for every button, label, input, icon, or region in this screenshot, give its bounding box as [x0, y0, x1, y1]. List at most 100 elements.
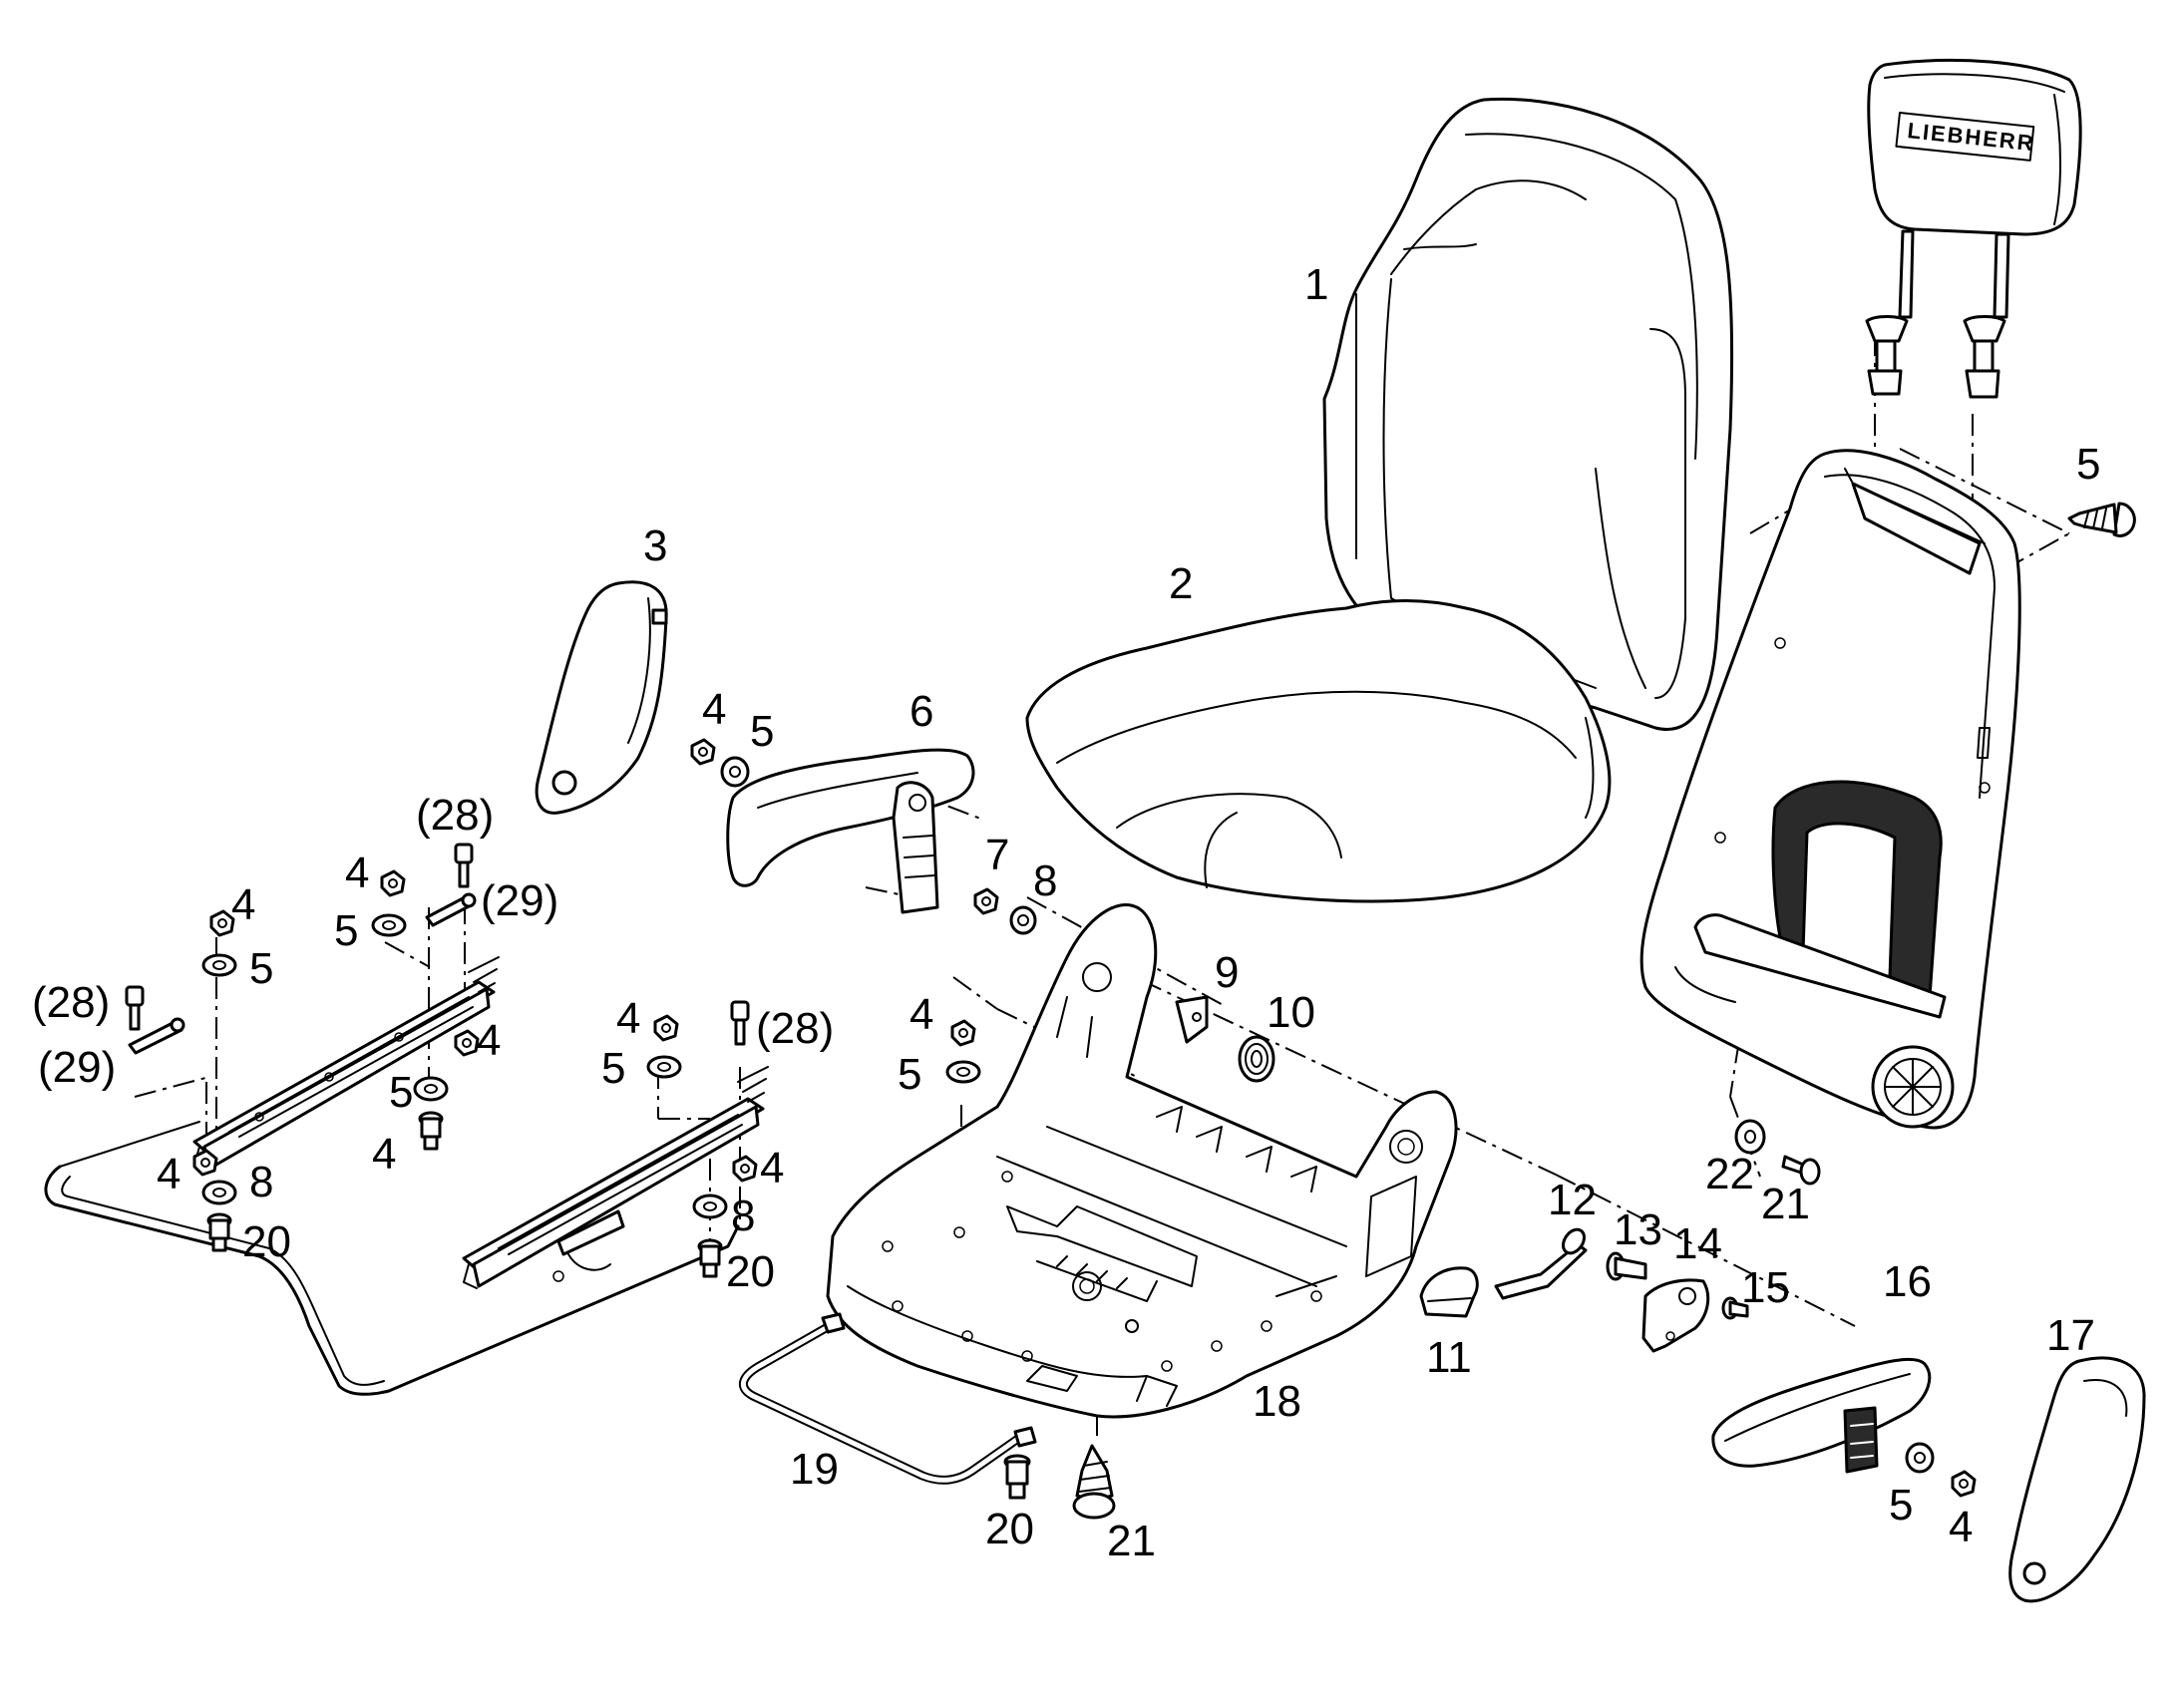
headrest-guide-right — [1963, 315, 2006, 399]
clip-9 — [1175, 995, 1209, 1044]
callout-4-base: 4 — [909, 990, 933, 1039]
headrest: LIEBHERR — [1867, 58, 2082, 319]
mounting-plate — [44, 1121, 740, 1396]
lever-12 — [1494, 1227, 1588, 1300]
callout-28-right-slide: (28) — [756, 1004, 834, 1053]
callout-6: 6 — [909, 687, 933, 736]
washer-5-upper-left — [371, 913, 407, 937]
bolt-20-right-slide — [697, 1238, 723, 1278]
callout-18: 18 — [1253, 1377, 1301, 1426]
callout-5-right-slide: 5 — [601, 1044, 625, 1093]
callout-29-far-left: (29) — [38, 1043, 116, 1092]
washer-8-mid-left — [413, 1076, 449, 1102]
callout-4-right-slide-top: 4 — [616, 994, 640, 1043]
callout-8-mid: 8 — [1033, 856, 1057, 905]
callout-4-armrest-left: 4 — [702, 685, 726, 734]
callout-4-right-slide-lower: 4 — [760, 1144, 784, 1193]
washer-5-base — [945, 1060, 981, 1084]
callout-4-lower-far-left: 4 — [157, 1150, 181, 1198]
headrest-guide-left — [1865, 315, 1909, 396]
screw-15 — [1721, 1296, 1749, 1320]
right-side-cover — [2008, 1356, 2146, 1603]
callout-28-far-left: (28) — [32, 978, 110, 1027]
spring-10 — [1238, 1035, 1275, 1083]
bolt-28-far-left — [125, 985, 145, 1031]
callout-9: 9 — [1215, 948, 1239, 997]
callout-22: 21 — [1761, 1180, 1810, 1228]
washer-5-backrest — [1734, 1119, 1766, 1155]
callout-21-bottom: 21 — [1107, 1517, 1156, 1565]
nut-4-mid-left — [454, 1029, 480, 1057]
callout-13: 13 — [1614, 1205, 1662, 1254]
nut-4-far-left — [209, 909, 235, 937]
callout-5-base: 5 — [898, 1050, 921, 1099]
bolt-13 — [1606, 1251, 1647, 1281]
washer-8-right-slide — [692, 1194, 728, 1219]
callout-7: 7 — [985, 831, 1009, 879]
washer-5-far-left — [201, 953, 237, 977]
callout-21-upper: 5 — [2076, 440, 2100, 489]
bolt-20-bottom — [1003, 1454, 1031, 1500]
callout-5-upper-left: 5 — [334, 906, 358, 955]
nut-4-upper-left — [380, 869, 406, 897]
washer-8-mid — [1009, 905, 1037, 935]
callout-20-mid-left: 4 — [372, 1130, 396, 1179]
nut-4-base — [950, 1019, 976, 1047]
callout-20-right-slide: 20 — [726, 1247, 775, 1296]
callout-8-mid-left: 5 — [389, 1068, 413, 1117]
washer-5-armrest-right — [1905, 1442, 1935, 1474]
callout-5-backrest: 22 — [1705, 1150, 1754, 1198]
callout-17: 17 — [2046, 1311, 2095, 1360]
callout-12: 12 — [1548, 1176, 1597, 1224]
seat-slide-rail-left — [192, 956, 500, 1173]
nut-4-right-slide-lower — [732, 1155, 758, 1183]
left-side-cover — [535, 580, 668, 815]
callout-20-bottom: 20 — [985, 1505, 1034, 1553]
callout-14: 14 — [1673, 1219, 1722, 1268]
nut-4-lower-far-left — [192, 1149, 218, 1177]
callout-2: 2 — [1169, 559, 1193, 608]
bracket-14 — [1641, 1278, 1710, 1353]
callout-4-armrest-right: 4 — [1949, 1503, 1973, 1551]
callout-15: 15 — [1741, 1263, 1790, 1312]
knob-11 — [1419, 1266, 1479, 1318]
callout-10: 10 — [1267, 988, 1315, 1037]
washer-5-armrest-left — [720, 756, 750, 788]
callout-4-upper-left: 4 — [345, 849, 369, 897]
nut-4-armrest-right — [1951, 1470, 1977, 1498]
callout-5-armrest-right: 5 — [1889, 1481, 1913, 1530]
seat-cushion — [1025, 599, 1612, 903]
nut-4-right-slide-top — [653, 1014, 679, 1042]
left-armrest — [726, 748, 975, 914]
callout-28-upper-left: (28) — [416, 791, 494, 840]
nut-4-armrest-left — [690, 738, 716, 766]
callout-5-armrest-left: 5 — [750, 707, 774, 756]
pin-29-upper-left — [425, 892, 477, 927]
washer-5-right-slide — [646, 1055, 682, 1079]
callout-29-upper-left: (29) — [481, 876, 558, 925]
callout-19: 19 — [790, 1445, 839, 1494]
bolt-20-mid-left — [418, 1111, 444, 1151]
bolt-28-right-slide — [730, 1000, 750, 1046]
seat-base-frame — [826, 902, 1458, 1419]
bolt-20-lower-far-left — [206, 1212, 232, 1252]
screw-21-upper — [2067, 502, 2136, 537]
callout-5-far-left: 5 — [249, 944, 273, 993]
right-armrest — [1711, 1357, 1932, 1474]
bolt-22 — [1781, 1155, 1821, 1186]
callout-8-lower-far-left: 8 — [249, 1158, 273, 1206]
screw-21-bottom — [1072, 1444, 1116, 1520]
callout-3: 3 — [643, 521, 667, 570]
washer-8-lower-far-left — [201, 1180, 237, 1205]
pin-29-far-left — [128, 1017, 185, 1055]
seat-slide-rail-right — [462, 1066, 769, 1289]
callout-20-lower-far-left: 20 — [242, 1217, 291, 1266]
bracket-rod-19 — [739, 1312, 1037, 1485]
callout-1: 1 — [1304, 260, 1328, 309]
callout-11: 11 — [1426, 1333, 1472, 1382]
nut-7 — [973, 887, 999, 915]
callout-8-right-slide: 8 — [731, 1192, 755, 1240]
backrest-frame — [1639, 449, 2021, 1130]
callout-16: 16 — [1883, 1257, 1932, 1306]
